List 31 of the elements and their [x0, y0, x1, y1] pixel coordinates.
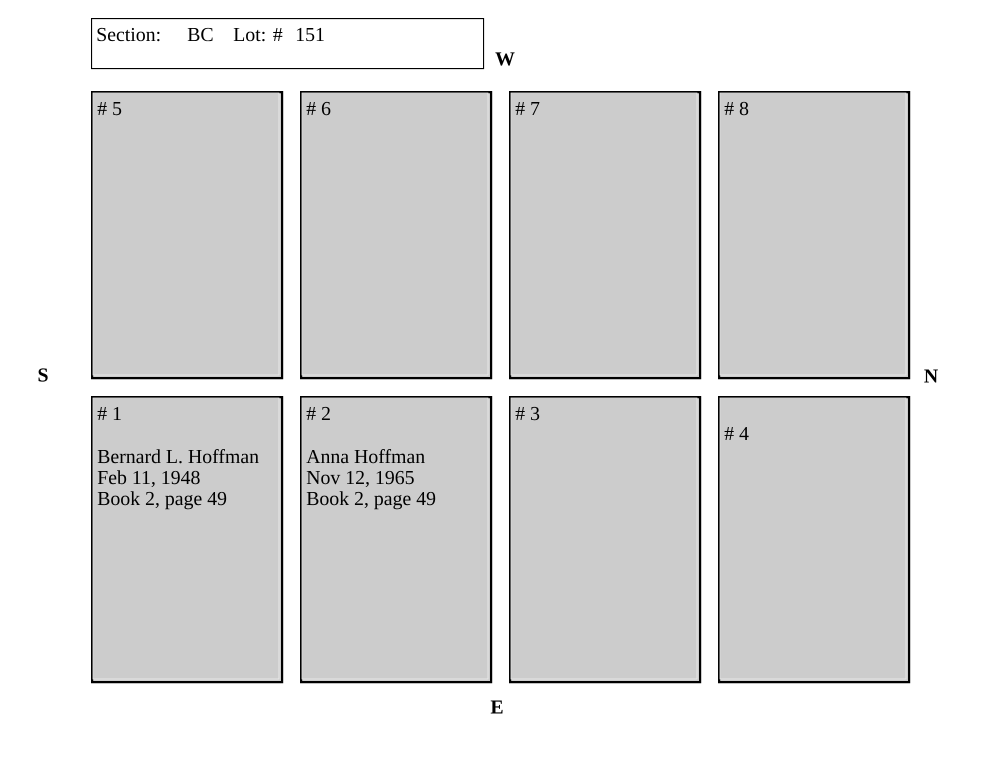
record-reference: Book 2, page 49	[98, 491, 226, 510]
compass-letter: N	[924, 370, 938, 382]
plot-number: # 8	[724, 102, 748, 116]
field-value: BC	[188, 28, 213, 42]
plot-number: # 6	[306, 102, 330, 116]
field-label: Section:	[98, 28, 160, 42]
burial-date: Nov 12, 1965	[306, 470, 414, 488]
plot-box	[718, 91, 910, 380]
compass-letter: S	[38, 368, 48, 382]
plot-box	[91, 396, 284, 684]
burial-date: Feb 11, 1948	[98, 470, 200, 488]
plot-box	[91, 91, 284, 380]
plot-number: # 1	[98, 406, 121, 420]
plot-number: # 5	[98, 102, 122, 116]
plot-number: # 3	[516, 406, 540, 420]
burial-name: Bernard L. Hoffman	[98, 449, 259, 464]
plot-number: # 2	[306, 406, 330, 420]
plot-box	[300, 91, 492, 380]
field-label: Lot: #	[234, 28, 282, 42]
compass-letter: W	[495, 52, 515, 66]
header-box	[91, 18, 484, 70]
plot-box	[718, 396, 910, 684]
plot-box	[509, 396, 702, 684]
compass-letter: E	[490, 700, 503, 714]
burial-name: Anna Hoffman	[306, 449, 425, 464]
plot-box	[300, 396, 492, 684]
record-reference: Book 2, page 49	[306, 491, 436, 510]
plot-box	[509, 91, 702, 380]
plot-number: # 4	[724, 426, 749, 440]
field-value: 151	[296, 28, 324, 42]
plot-number: # 7	[516, 102, 540, 115]
